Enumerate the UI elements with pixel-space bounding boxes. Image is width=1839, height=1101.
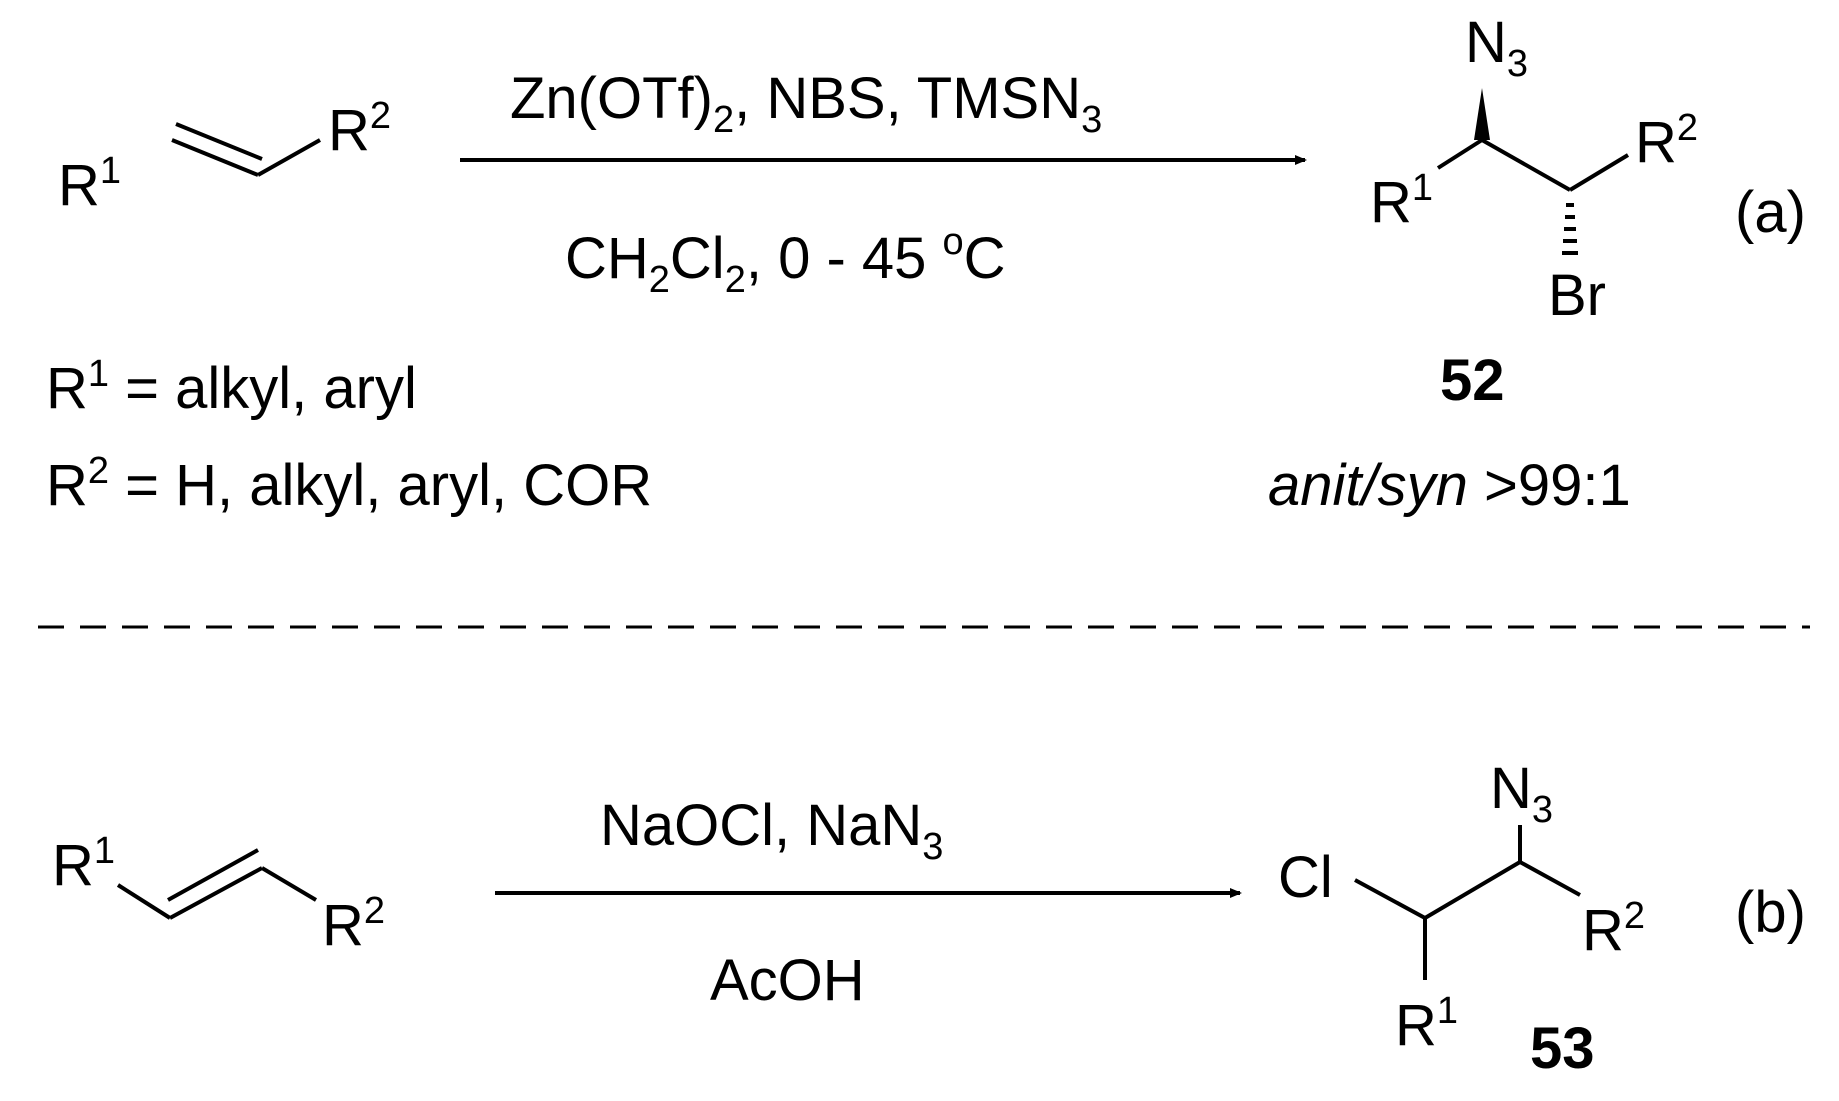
reactant-b-r2-label: R2 <box>322 890 385 958</box>
reactant-b-double-bond-inner <box>167 848 259 902</box>
reactant-b-double-bond <box>169 866 263 920</box>
reactant-a-bond-r1 <box>171 138 259 177</box>
product-52-bond-r1 <box>1436 138 1484 170</box>
definition-r2: R2 = H, alkyl, aryl, COR <box>46 450 652 518</box>
reaction-b: R1 R2 NaOCl, NaN3 AcOH N3 Cl R2 R1 53 (b… <box>52 756 1806 1081</box>
reactant-b-bond-r2 <box>260 866 318 902</box>
product-52-selectivity: anit/syn >99:1 <box>1268 453 1631 518</box>
reaction-a-arrow-group: Zn(OTf)2, NBS, TMSN3 CH2Cl2, 0 - 45 oC <box>460 66 1307 301</box>
reactant-a-double-bond <box>175 122 263 161</box>
reaction-b-arrow-group: NaOCl, NaN3 AcOH <box>495 793 1242 1013</box>
product-52-azide-label: N3 <box>1465 10 1528 85</box>
compound-number-53: 53 <box>1530 1016 1595 1081</box>
product-52-wedge-bond <box>1474 88 1490 140</box>
compound-number-52: 52 <box>1440 348 1505 413</box>
reaction-b-reagents: NaOCl, NaN3 <box>600 793 943 868</box>
product-53-r1-label: R1 <box>1395 990 1458 1058</box>
product-52-bond-c-c <box>1481 138 1571 192</box>
reaction-a-reactant: R1 R2 <box>58 95 391 218</box>
reactant-a-r1-label: R1 <box>58 150 121 218</box>
reaction-b-reactant: R1 R2 <box>52 830 385 958</box>
reaction-b-conditions: AcOH <box>710 948 865 1013</box>
product-53-bond-r2 <box>1519 860 1581 897</box>
product-52: N3 R1 R2 Br (a) 52 anit/syn >99:1 <box>1268 10 1806 518</box>
product-52-r1-label: R1 <box>1370 167 1433 235</box>
substituent-definitions: R1 = alkyl, aryl R2 = H, alkyl, aryl, CO… <box>46 353 652 518</box>
product-52-r2-label: R2 <box>1635 107 1698 175</box>
product-52-bromine-label: Br <box>1548 263 1606 328</box>
reaction-a-conditions: CH2Cl2, 0 - 45 oC <box>565 221 1006 301</box>
definition-r1: R1 = alkyl, aryl <box>46 353 417 421</box>
reactant-a-r2-label: R2 <box>328 95 391 163</box>
product-53-bond-cl <box>1354 878 1426 920</box>
product-53-bond-c-c <box>1423 860 1522 920</box>
product-53-azide-label: N3 <box>1490 756 1553 831</box>
product-53-r2-label: R2 <box>1582 895 1645 963</box>
reaction-b-tag: (b) <box>1735 880 1806 945</box>
reaction-a-reagents: Zn(OTf)2, NBS, TMSN3 <box>510 66 1102 141</box>
reaction-a-tag: (a) <box>1735 180 1806 245</box>
product-53-chlorine-label: Cl <box>1278 845 1333 910</box>
product-52-bond-r2 <box>1568 153 1630 192</box>
reaction-a: R1 R2 Zn(OTf)2, NBS, TMSN3 CH2Cl2, 0 - 4… <box>46 10 1806 518</box>
reactant-a-bond-r2 <box>257 138 321 177</box>
product-53: N3 Cl R2 R1 53 (b) <box>1278 756 1806 1081</box>
product-52-hash-bond <box>1562 203 1578 255</box>
reactant-b-r1-label: R1 <box>52 830 115 898</box>
reactant-b-bond-r1 <box>116 883 172 920</box>
